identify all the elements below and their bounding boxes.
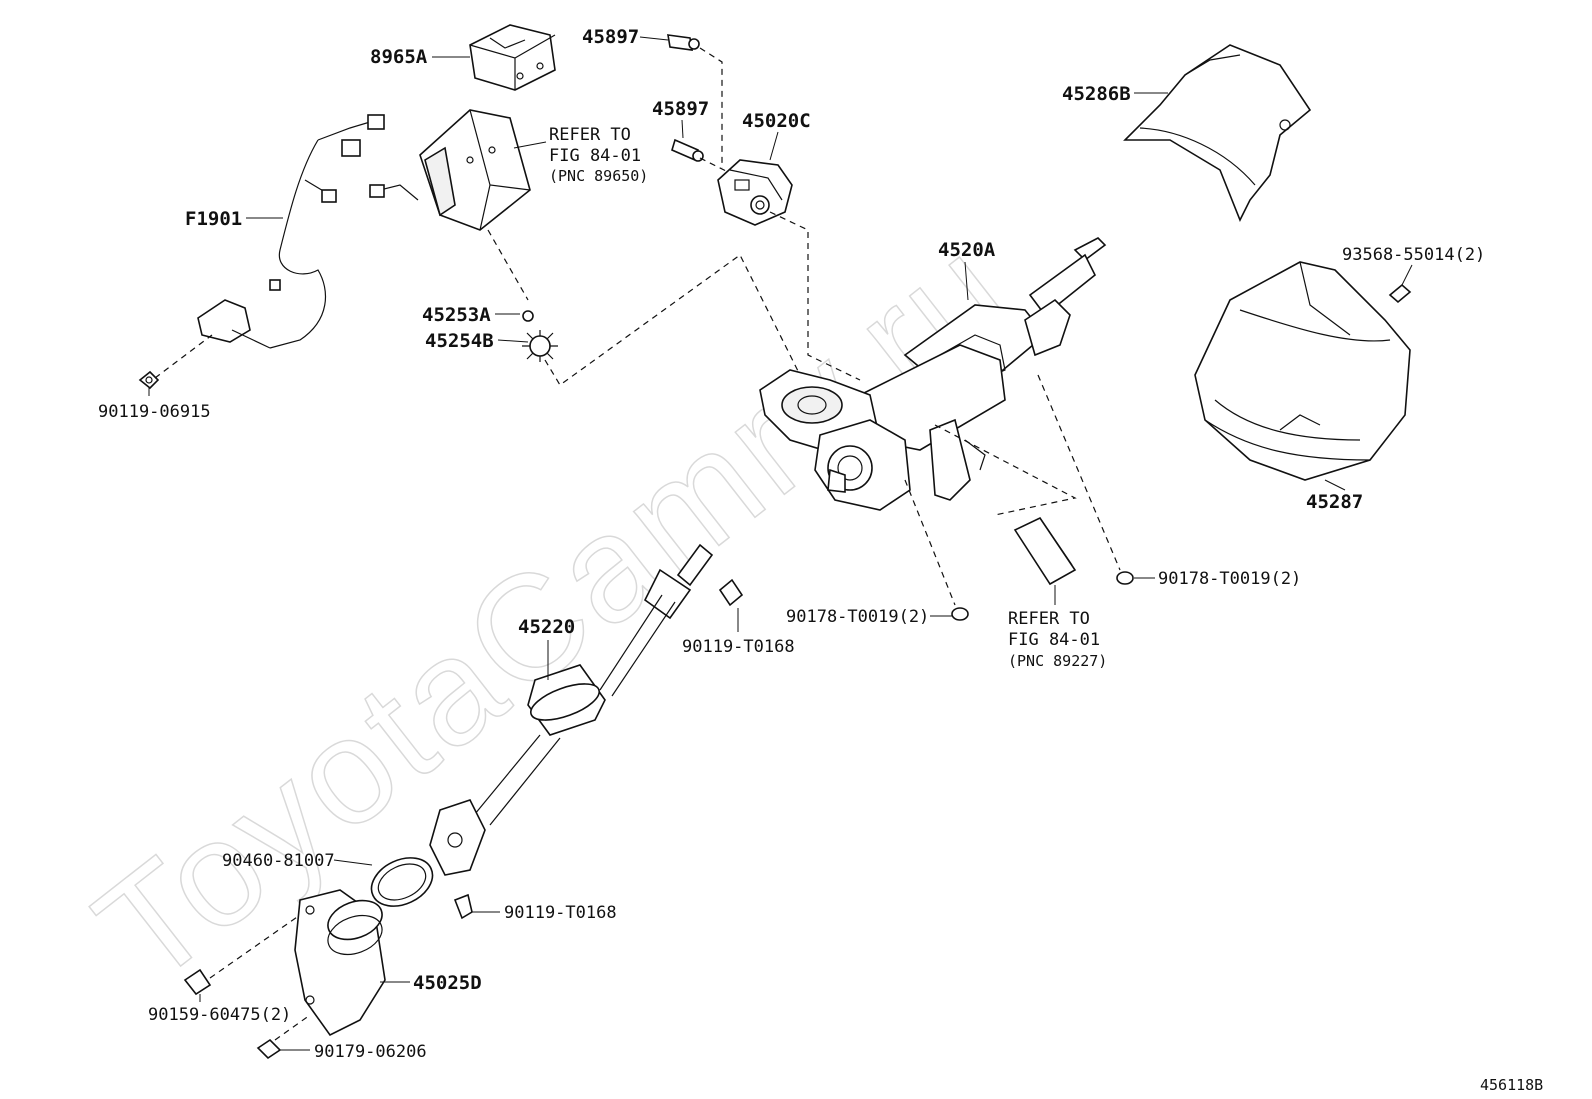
label-90159-60475: 90159-60475(2) [148,1005,291,1025]
part-90159-60475-illustration [183,968,212,1002]
part-45897-top-illustration [639,34,700,51]
label-45020C: 45020C [742,110,811,132]
refer-pnc-89227: (PNC 89227) [1008,652,1107,670]
part-93568-55014-illustration [1388,264,1413,304]
label-90460-81007: 90460-81007 [222,851,335,871]
label-90179-06206: 90179-06206 [314,1042,427,1062]
part-90178-right-illustration [1116,571,1155,585]
refer-fig-84-01-b-line1: REFER TO [1008,609,1090,629]
part-90119-06915-illustration [138,370,160,390]
label-90178-T0019-right: 90178-T0019(2) [1158,569,1301,589]
part-90178-mid-illustration [930,607,969,621]
label-45897-top: 45897 [582,26,639,48]
part-45897-mid-illustration [671,119,704,162]
part-90119-T0168-top-illustration [718,578,744,632]
label-45287: 45287 [1306,491,1363,513]
label-90119-06915: 90119-06915 [98,402,211,422]
part-45220-illustration [429,543,714,876]
refer-fig-84-01-b-line2: FIG 84-01 [1008,630,1100,650]
part-45286B-illustration [1123,44,1312,222]
part-8965A-illustration [469,24,556,91]
ecu-module-illustration [1013,516,1077,586]
label-4520A: 4520A [938,239,996,261]
part-45254B-illustration [522,330,558,362]
label-45220: 45220 [518,616,575,638]
part-45253A-illustration [522,310,534,322]
refer-fig-84-01-line1: REFER TO [549,125,631,145]
part-90119-T0168-bottom-illustration [453,893,500,920]
part-45287-illustration [1194,261,1411,481]
part-45020C-illustration [717,159,793,226]
spiral-cable-illustration [369,109,531,231]
refer-fig-84-01-line2: FIG 84-01 [549,146,641,166]
figure-id: 456118B [1480,1076,1543,1094]
part-90460-81007-illustration [370,857,434,907]
label-8965A: 8965A [370,46,428,68]
part-90179-06206-illustration [256,1038,310,1060]
refer-pnc-89650: (PNC 89650) [549,167,648,185]
label-45897-mid: 45897 [652,98,709,120]
label-45025D: 45025D [413,972,482,994]
label-F1901: F1901 [185,208,242,230]
label-93568-55014: 93568-55014(2) [1342,245,1485,265]
label-45286B: 45286B [1062,83,1131,105]
label-45253A: 45253A [422,304,491,326]
label-45254B: 45254B [425,330,494,352]
part-4520A-illustration [759,237,1107,511]
label-90119-T0168-top: 90119-T0168 [682,637,795,657]
part-45025D-illustration [294,889,386,1037]
part-F1901-illustration [197,114,385,349]
label-90119-T0168-bottom: 90119-T0168 [504,903,617,923]
label-90178-T0019-mid: 90178-T0019(2) [786,607,929,627]
